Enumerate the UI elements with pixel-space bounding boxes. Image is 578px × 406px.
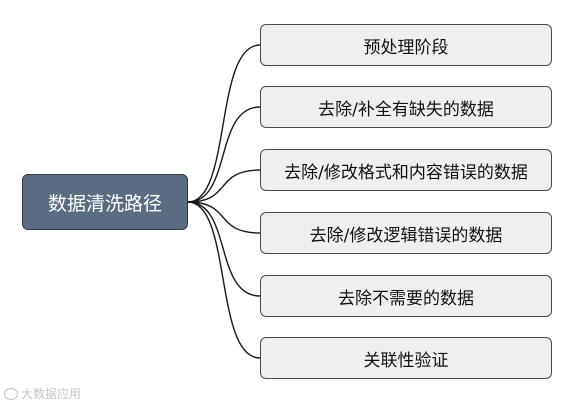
branch-node-label: 去除不需要的数据: [338, 288, 474, 309]
branch-node-logic-errors: 去除/修改逻辑错误的数据: [260, 212, 552, 254]
branch-node-correlation-check: 关联性验证: [260, 337, 552, 379]
root-node: 数据清洗路径: [22, 174, 188, 230]
connector-branch-1: [187, 44, 261, 203]
connector-branch-2: [187, 106, 261, 203]
branch-node-label: 去除/修改格式和内容错误的数据: [284, 162, 528, 183]
connector-branch-4: [187, 201, 261, 234]
connector-branch-5: [187, 201, 261, 297]
branch-node-label: 去除/补全有缺失的数据: [318, 99, 494, 120]
connector-branch-6: [187, 201, 261, 359]
branch-node-format-errors: 去除/修改格式和内容错误的数据: [260, 149, 552, 191]
watermark: 大数据应用: [4, 385, 81, 402]
watermark-text: 大数据应用: [21, 387, 82, 401]
branch-node-missing-data: 去除/补全有缺失的数据: [260, 86, 552, 128]
branch-node-label: 预处理阶段: [363, 37, 449, 58]
watermark-logo-icon: [4, 387, 18, 400]
root-node-label: 数据清洗路径: [47, 192, 162, 215]
branch-node-unneeded-data: 去除不需要的数据: [260, 275, 552, 317]
connector-branch-3: [187, 169, 261, 203]
branch-node-label: 关联性验证: [363, 350, 449, 371]
branch-node-label: 去除/修改逻辑错误的数据: [309, 225, 503, 246]
branch-node-preprocessing: 预处理阶段: [260, 24, 552, 66]
